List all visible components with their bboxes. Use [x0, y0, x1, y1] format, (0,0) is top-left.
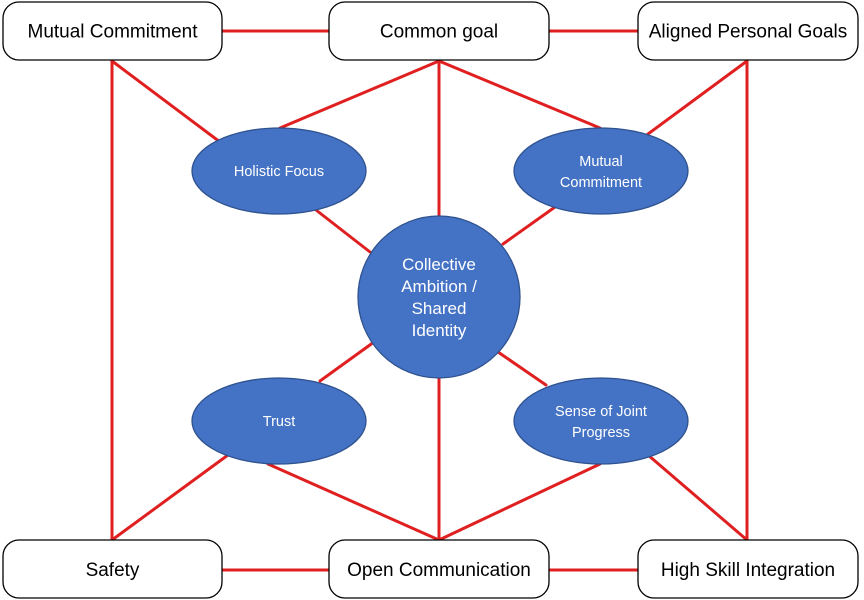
- link-joint-progress-open-communication: [437, 462, 602, 542]
- box-high-skill-integration: High Skill Integration: [637, 539, 859, 599]
- link-mutual-commitment-holistic: [110, 59, 222, 144]
- ellipse-mutual-commitment-label-2: Commitment: [560, 175, 642, 191]
- center-label-line-1: Collective: [402, 255, 476, 274]
- link-trust-open-communication: [266, 462, 441, 542]
- link-joint-progress-center: [496, 350, 548, 387]
- ellipse-trust-label: Trust: [263, 414, 296, 430]
- link-trust-center: [318, 340, 376, 383]
- box-high-skill-integration-label: High Skill Integration: [661, 560, 835, 581]
- box-aligned-personal-goals-label: Aligned Personal Goals: [649, 22, 848, 43]
- ellipse-holistic-focus-label: Holistic Focus: [234, 164, 324, 180]
- link-high-skill-joint-progress: [646, 453, 749, 542]
- center-label-line-4: Identity: [412, 321, 467, 340]
- ellipse-mutual-commitment-label-1: Mutual: [579, 154, 623, 170]
- ellipse-holistic-focus: Holistic Focus: [191, 127, 367, 215]
- ellipse-sense-of-joint-progress-label-1: Sense of Joint: [555, 404, 647, 420]
- link-common-goal-holistic: [278, 59, 441, 130]
- ellipse-sense-of-joint-progress: Sense of Joint Progress: [513, 377, 689, 465]
- box-aligned-personal-goals: Aligned Personal Goals: [637, 1, 859, 61]
- connector-lines: [110, 29, 749, 572]
- center-circle-collective-ambition: Collective Ambition / Shared Identity: [357, 215, 521, 379]
- box-open-communication-label: Open Communication: [347, 560, 531, 581]
- ellipse-mutual-commitment: Mutual Commitment: [513, 127, 689, 215]
- link-holistic-center: [314, 208, 372, 254]
- link-mutual-ellipse-center: [501, 205, 557, 246]
- box-safety: Safety: [2, 539, 223, 599]
- box-mutual-commitment-label: Mutual Commitment: [28, 22, 199, 43]
- ellipse-sense-of-joint-progress-label-2: Progress: [572, 425, 630, 441]
- center-label-line-2: Ambition /: [401, 277, 477, 296]
- center-label-line-3: Shared: [412, 299, 467, 318]
- box-common-goal: Common goal: [328, 1, 550, 61]
- box-common-goal-label: Common goal: [380, 22, 498, 43]
- link-safety-trust: [110, 453, 230, 542]
- box-safety-label: Safety: [86, 560, 140, 581]
- box-mutual-commitment: Mutual Commitment: [2, 1, 223, 61]
- link-aligned-goals-mutual-ellipse: [646, 59, 749, 136]
- box-open-communication: Open Communication: [328, 539, 550, 599]
- ellipse-trust: Trust: [191, 377, 367, 465]
- link-common-goal-mutual-ellipse: [437, 59, 602, 130]
